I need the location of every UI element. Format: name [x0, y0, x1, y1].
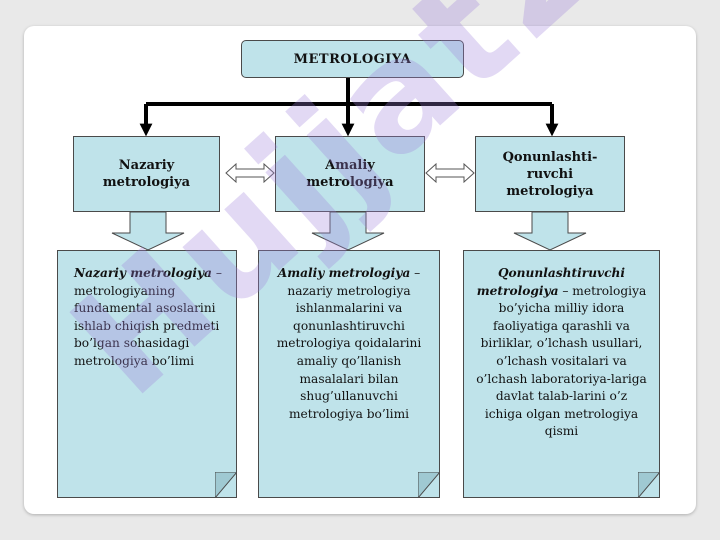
folded-corner-icon: [418, 472, 440, 498]
category-qonun: Qonunlashti-ruvchi metrologiya: [475, 136, 625, 212]
definition-text: – metrologiya bo’yicha milliy idora faol…: [476, 283, 647, 439]
folded-corner-icon: [215, 472, 237, 498]
double-arrow-icon: [425, 162, 475, 184]
root-label: METROLOGIYA: [293, 51, 412, 67]
definition-nazariy: Nazariy metrologiya – metrologiyaning fu…: [57, 250, 237, 498]
definition-text: – metrologiyaning fundamental asoslarini…: [74, 266, 222, 368]
category-label: Amaliy metrologiya: [306, 158, 394, 190]
definition-qonun: Qonunlashtiruvchi metrologiya – metrolog…: [463, 250, 660, 498]
category-label: Nazariy metrologiya: [102, 158, 191, 190]
definition-text: – nazariy metrologiya ishlanmalarini va …: [276, 266, 422, 421]
definition-term: Amaliy metrologiya: [277, 266, 411, 280]
definition-amaliy: Amaliy metrologiya – nazariy metrologiya…: [258, 250, 440, 498]
root-node: METROLOGIYA: [241, 40, 464, 78]
definition-term: Nazariy metrologiya: [74, 266, 212, 280]
definition-term: Qonunlashtiruvchi metrologiya: [476, 266, 626, 298]
down-block-arrow-icon: [513, 211, 587, 251]
double-arrow-icon: [225, 162, 275, 184]
down-block-arrow-icon: [311, 211, 385, 251]
category-amaliy: Amaliy metrologiya: [275, 136, 425, 212]
category-nazariy: Nazariy metrologiya: [73, 136, 220, 212]
down-block-arrow-icon: [111, 211, 185, 251]
category-label: Qonunlashti-ruvchi metrologiya: [502, 149, 598, 199]
folded-corner-icon: [638, 472, 660, 498]
